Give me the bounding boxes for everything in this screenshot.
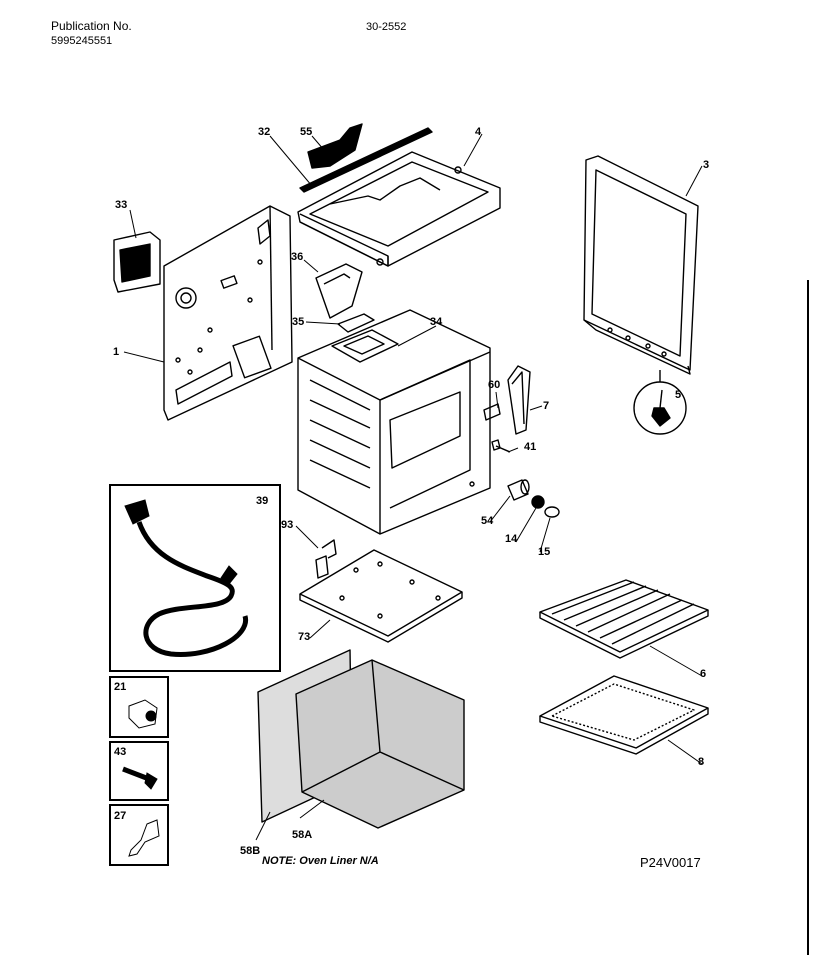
part-14-lamp-bulb <box>531 495 545 509</box>
callout-15: 15 <box>538 546 551 558</box>
callout-34: 34 <box>430 316 443 328</box>
callout-35: 35 <box>292 316 305 328</box>
callout-43: 43 <box>114 746 127 758</box>
callout-36: 36 <box>291 251 304 263</box>
part-7-latch <box>507 365 531 435</box>
part-41-screw <box>491 439 511 453</box>
part-73-bottom-panel <box>299 549 463 643</box>
model-number: 30-2552 <box>366 21 407 33</box>
publication-number: 5995245551 <box>51 35 113 47</box>
part-35-plate <box>337 313 375 333</box>
part-58A-insulation <box>295 659 465 829</box>
screw-icon <box>122 766 158 790</box>
callout-32: 32 <box>258 126 271 138</box>
callout-73: 73 <box>298 631 311 643</box>
callout-7: 7 <box>543 400 550 412</box>
part-33-bracket <box>113 231 161 293</box>
part-4-top-tray <box>297 151 501 267</box>
part-55-vent-filler <box>307 123 363 169</box>
inset-21-connector <box>109 676 169 738</box>
part-6-oven-rack <box>539 579 709 659</box>
part-15-lens <box>544 506 560 518</box>
callout-1: 1 <box>113 346 120 358</box>
callout-14: 14 <box>505 533 518 545</box>
part-60-clip <box>483 403 501 421</box>
callout-58a: 58A <box>292 829 313 841</box>
publication-label: Publication No. <box>51 19 132 33</box>
callout-4: 4 <box>475 126 482 138</box>
part-32-trim-strip <box>299 127 433 193</box>
clamp-icon <box>128 819 160 857</box>
callout-8: 8 <box>698 756 705 768</box>
callout-41: 41 <box>524 441 537 453</box>
part-1-back-panel <box>163 205 293 421</box>
callout-58b: 58B <box>240 845 261 857</box>
part-54-light-socket <box>507 479 530 501</box>
diagram-code: P24V0017 <box>640 855 701 870</box>
callout-54: 54 <box>481 515 494 527</box>
part-8-broiler-pan <box>539 675 709 755</box>
callout-5: 5 <box>675 389 682 401</box>
inset-27-clamp <box>109 804 169 866</box>
callout-33: 33 <box>115 199 128 211</box>
part-36-duct <box>315 263 363 319</box>
power-cord-icon <box>124 499 249 657</box>
callout-27: 27 <box>114 810 127 822</box>
callout-93: 93 <box>281 519 294 531</box>
inset-39-power-cord <box>109 484 281 672</box>
callout-6: 6 <box>700 668 707 680</box>
part-5-leveler-leg <box>633 370 687 435</box>
inset-43-screw <box>109 741 169 801</box>
part-93-switch <box>315 539 337 579</box>
callout-3: 3 <box>703 159 710 171</box>
connector-icon <box>128 699 158 729</box>
oven-cabinet-body <box>297 309 491 535</box>
callout-21: 21 <box>114 681 127 693</box>
callout-39: 39 <box>256 495 269 507</box>
part-3-side-panel <box>583 155 699 375</box>
callout-55: 55 <box>300 126 313 138</box>
callout-60: 60 <box>488 379 501 391</box>
footer-note: NOTE: Oven Liner N/A <box>262 855 379 867</box>
leader-lines <box>123 133 703 841</box>
